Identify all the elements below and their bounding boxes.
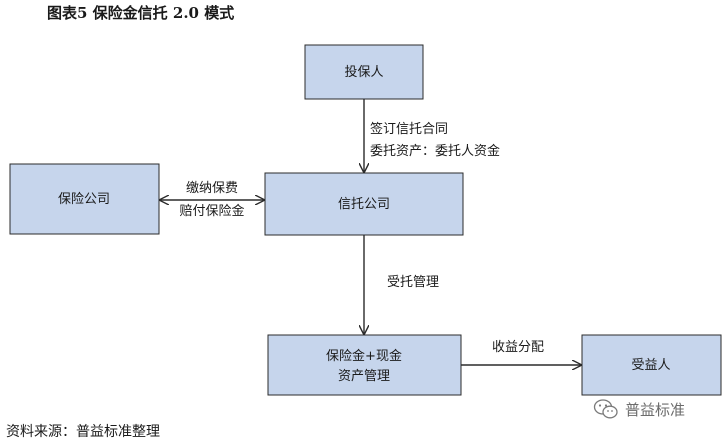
edge-label-settlor-trust: 签订信托合同 委托资产：委托人资金 (370, 121, 500, 159)
edge-label-insurer-trust-line2: 赔付保险金 (179, 203, 244, 219)
edge-label-trust-asset-text: 受托管理 (387, 275, 439, 290)
node-asset-management-label-line2: 资产管理 (338, 369, 390, 384)
source-note: 资料来源：普益标准整理 (6, 424, 160, 440)
figure-title: 图表5 保险金信托 2.0 模式 (47, 4, 235, 22)
edge-label-settlor-trust-line1: 签订信托合同 (370, 121, 448, 137)
node-beneficiary-label: 受益人 (631, 358, 670, 373)
watermark-text: 普益标准 (625, 400, 686, 419)
watermark: 普益标准 (593, 398, 685, 420)
node-insurer-label: 保险公司 (58, 192, 110, 207)
edge-label-settlor-trust-line2: 委托资产：委托人资金 (370, 143, 500, 159)
node-settlor-label: 投保人 (344, 64, 383, 80)
edge-label-asset-beneficiary: 收益分配 (492, 340, 544, 355)
node-insurer: 保险公司 (9, 163, 160, 235)
node-asset-management: 保险金+现金 资产管理 (267, 334, 462, 396)
node-trust-company: 信托公司 (264, 172, 464, 236)
node-asset-management-label-line1: 保险金+现金 (326, 348, 402, 364)
node-beneficiary: 受益人 (581, 334, 722, 396)
node-settlor: 投保人 (304, 44, 424, 100)
edge-label-trust-asset: 受托管理 (387, 275, 439, 290)
wechat-icon (593, 399, 618, 419)
edge-label-insurer-trust-line1: 缴纳保费 (186, 181, 238, 196)
edge-label-insurer-trust: 缴纳保费 赔付保险金 (179, 181, 244, 219)
node-trust-company-label: 信托公司 (338, 197, 390, 212)
edge-label-asset-beneficiary-text: 收益分配 (492, 340, 544, 355)
